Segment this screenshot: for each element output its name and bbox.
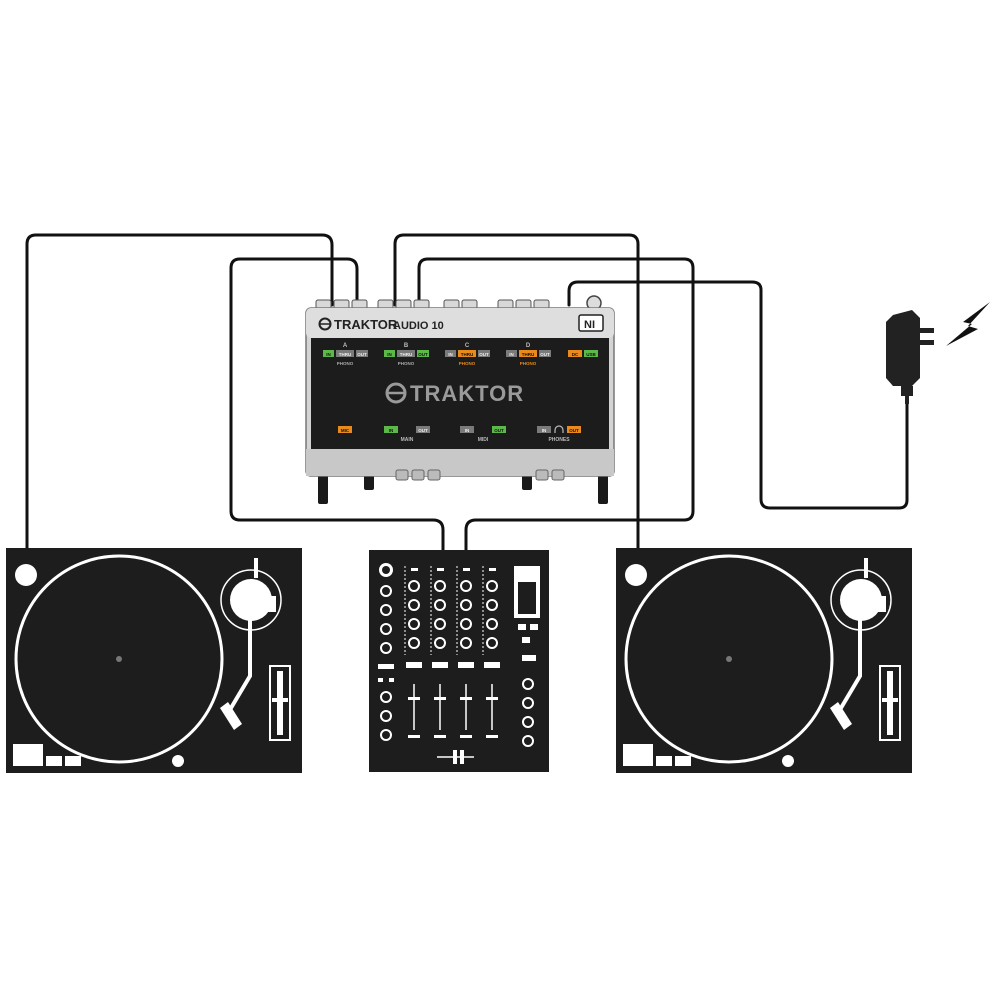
dj-mixer [369, 550, 549, 772]
svg-text:THRU: THRU [522, 352, 535, 357]
cable-right-deck-to-input-b [393, 233, 640, 557]
brand-label: TRAKTOR [334, 317, 398, 332]
svg-text:THRU: THRU [461, 352, 474, 357]
phones-status: IN OUT PHONES [537, 425, 581, 443]
svg-text:IN: IN [542, 428, 547, 433]
svg-text:OUT: OUT [418, 428, 428, 433]
main-status: IN OUT MAIN [384, 426, 430, 443]
cable-mixer-to-output-b [417, 257, 695, 552]
model-label: AUDIO 10 [393, 320, 444, 332]
headphones-icon [554, 425, 564, 433]
svg-text:MIC: MIC [341, 428, 350, 433]
lightning-icon [946, 302, 990, 346]
svg-text:IN: IN [509, 352, 514, 357]
cable-mixer-to-input-a [229, 257, 445, 552]
svg-text:PHONO: PHONO [459, 361, 476, 366]
power-adapter-icon [886, 310, 934, 404]
traktor-logo-icon [318, 317, 332, 331]
svg-text:OUT: OUT [569, 428, 579, 433]
traktor-audio-10-interface: TRAKTOR AUDIO 10 NI A IN THRU OUT PHONO … [305, 295, 615, 504]
cables [25, 233, 909, 557]
svg-text:IN: IN [389, 428, 394, 433]
svg-text:IN: IN [448, 352, 453, 357]
svg-text:IN: IN [326, 352, 331, 357]
svg-text:PHONO: PHONO [337, 361, 354, 366]
svg-text:OUT: OUT [418, 352, 428, 357]
channel-b: B IN THRU OUT PHONO [384, 343, 429, 366]
svg-text:IN: IN [387, 352, 392, 357]
svg-text:PHONO: PHONO [398, 361, 415, 366]
svg-text:PHONO: PHONO [520, 361, 537, 366]
svg-text:PHONES: PHONES [548, 437, 570, 443]
channel-c: C IN THRU OUT PHONO [445, 343, 490, 366]
front-brand-label: TRAKTOR [410, 381, 524, 406]
midi-status: IN OUT MIDI [460, 426, 506, 443]
cable-left-deck-to-input-a [25, 233, 334, 557]
svg-text:OUT: OUT [357, 352, 367, 357]
power-status: DC USB [568, 350, 598, 357]
svg-text:B: B [404, 343, 409, 349]
svg-text:C: C [465, 343, 470, 349]
cable-power-to-dc [567, 280, 909, 510]
svg-text:OUT: OUT [479, 352, 489, 357]
svg-text:MAIN: MAIN [401, 437, 414, 443]
turntable-left [4, 546, 304, 775]
svg-text:OUT: OUT [540, 352, 550, 357]
channel-a: A IN THRU OUT PHONO [323, 343, 368, 366]
channel-d: D IN THRU OUT PHONO [506, 343, 551, 366]
ni-logo: NI [584, 319, 595, 331]
svg-text:THRU: THRU [400, 352, 413, 357]
svg-text:DC: DC [572, 352, 579, 357]
turntable-right [614, 546, 914, 775]
traktor-front-logo-icon [385, 382, 407, 404]
svg-text:A: A [343, 343, 348, 349]
svg-text:OUT: OUT [494, 428, 504, 433]
rear-jacks [315, 299, 550, 310]
svg-text:MIDI: MIDI [478, 437, 489, 443]
svg-text:IN: IN [465, 428, 470, 433]
svg-text:THRU: THRU [339, 352, 352, 357]
svg-text:USB: USB [586, 352, 596, 357]
svg-text:D: D [526, 343, 531, 349]
mixer-channel-strips [404, 565, 501, 739]
mic-status: MIC [338, 426, 352, 433]
